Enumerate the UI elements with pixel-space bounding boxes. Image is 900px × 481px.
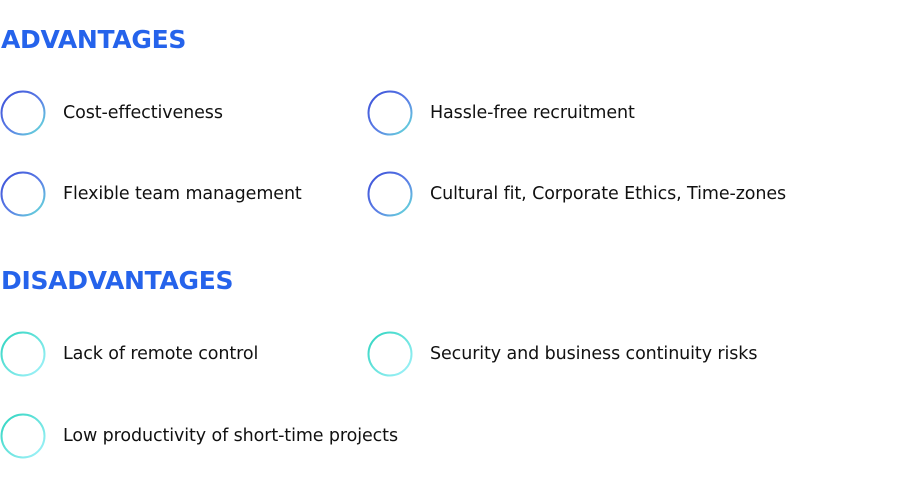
advantage-label: Cultural fit, Corporate Ethics, Time-zon… — [430, 184, 787, 204]
minus-circle-icon — [0, 413, 46, 459]
plus-circle-icon — [0, 90, 46, 136]
advantage-label: Hassle-free recruitment — [430, 103, 635, 123]
advantages-heading: ADVANTAGES — [1, 25, 187, 54]
minus-circle-icon — [0, 331, 46, 377]
plus-circle-icon — [367, 90, 413, 136]
advantage-label: Flexible team management — [63, 184, 302, 204]
disadvantage-label: Low productivity of short-time projects — [63, 426, 398, 446]
disadvantage-item: Lack of remote control — [0, 330, 258, 378]
plus-circle-icon — [367, 171, 413, 217]
minus-circle-icon — [367, 331, 413, 377]
plus-circle-icon — [0, 171, 46, 217]
advantage-item: Cultural fit, Corporate Ethics, Time-zon… — [367, 170, 786, 218]
advantage-item: Flexible team management — [0, 170, 302, 218]
disadvantage-item: Low productivity of short-time projects — [0, 412, 398, 460]
disadvantage-item: Security and business continuity risks — [367, 330, 757, 378]
advantage-item: Cost-effectiveness — [0, 89, 223, 137]
disadvantages-heading: DISADVANTAGES — [1, 266, 234, 295]
disadvantage-label: Security and business continuity risks — [430, 344, 758, 364]
advantage-item: Hassle-free recruitment — [367, 89, 635, 137]
disadvantage-label: Lack of remote control — [63, 344, 259, 364]
advantage-label: Cost-effectiveness — [63, 103, 223, 123]
